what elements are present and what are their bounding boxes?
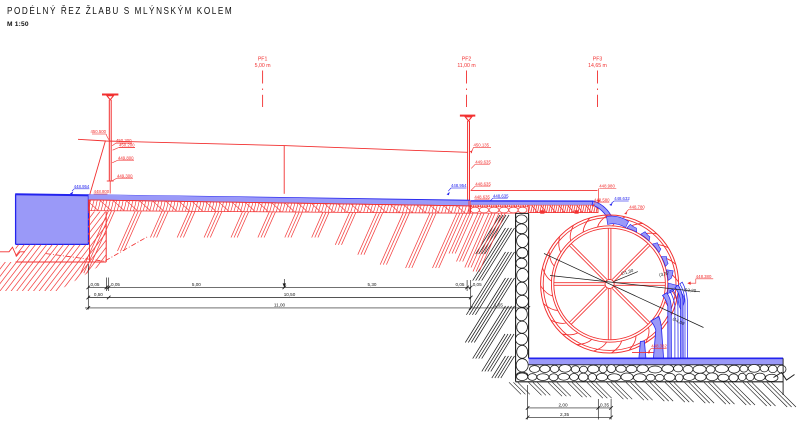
svg-text:448.954: 448.954 [74, 184, 90, 189]
svg-text:448.635: 448.635 [475, 181, 491, 186]
svg-text:0,05: 0,05 [91, 282, 100, 287]
svg-text:0,05: 0,05 [456, 282, 465, 287]
svg-text:14,65 m: 14,65 m [588, 63, 607, 69]
svg-text:M 1:50: M 1:50 [7, 21, 29, 28]
svg-text:0,05: 0,05 [473, 282, 482, 287]
svg-text:448.380: 448.380 [696, 274, 712, 279]
svg-text:PF3: PF3 [593, 57, 603, 63]
svg-text:(3,37: (3,37 [659, 270, 671, 277]
svg-text:∅4,00: ∅4,00 [672, 316, 686, 326]
svg-text:448.800: 448.800 [94, 189, 110, 194]
svg-text:448.980: 448.980 [599, 184, 615, 189]
svg-text:1,65: 1,65 [494, 303, 503, 308]
svg-text:449.800: 449.800 [118, 155, 134, 160]
svg-text:PF2: PF2 [462, 57, 472, 63]
svg-text:448.780: 448.780 [629, 204, 645, 209]
svg-text:0,35: 0,35 [600, 403, 610, 408]
svg-text:449.635: 449.635 [475, 159, 491, 164]
svg-text:448.635: 448.635 [493, 193, 509, 198]
svg-text:10,50: 10,50 [284, 292, 296, 297]
svg-text:∅1,30: ∅1,30 [620, 268, 634, 277]
svg-text:2,35: 2,35 [560, 412, 570, 417]
svg-text:450.300: 450.300 [116, 138, 132, 143]
svg-text:448.954: 448.954 [451, 183, 467, 188]
svg-text:5,00 m: 5,00 m [255, 63, 271, 69]
svg-text:0,05: 0,05 [111, 282, 120, 287]
svg-text:448.632: 448.632 [614, 196, 630, 201]
svg-text:PF1: PF1 [258, 57, 268, 63]
svg-text:450.135: 450.135 [474, 143, 490, 148]
svg-text:448.580: 448.580 [594, 197, 610, 202]
svg-text:11,00 m: 11,00 m [457, 63, 475, 69]
svg-text:0,50: 0,50 [94, 292, 103, 297]
svg-text:450.500: 450.500 [90, 129, 106, 134]
svg-text:2,00: 2,00 [558, 403, 568, 408]
svg-text:5,00: 5,00 [192, 282, 201, 287]
svg-text:448.635: 448.635 [474, 194, 490, 199]
svg-text:11,00: 11,00 [274, 303, 286, 308]
svg-text:5,30: 5,30 [368, 282, 377, 287]
svg-text:448.382: 448.382 [651, 344, 667, 349]
svg-text:449.300: 449.300 [117, 173, 133, 178]
svg-text:PODÉLNÝ ŘEZ ŽLABU S MLÝNSKÝM K: PODÉLNÝ ŘEZ ŽLABU S MLÝNSKÝM KOLEM [7, 4, 233, 16]
svg-text:∅3,20: ∅3,20 [683, 287, 696, 293]
svg-text:450.200: 450.200 [119, 143, 135, 148]
